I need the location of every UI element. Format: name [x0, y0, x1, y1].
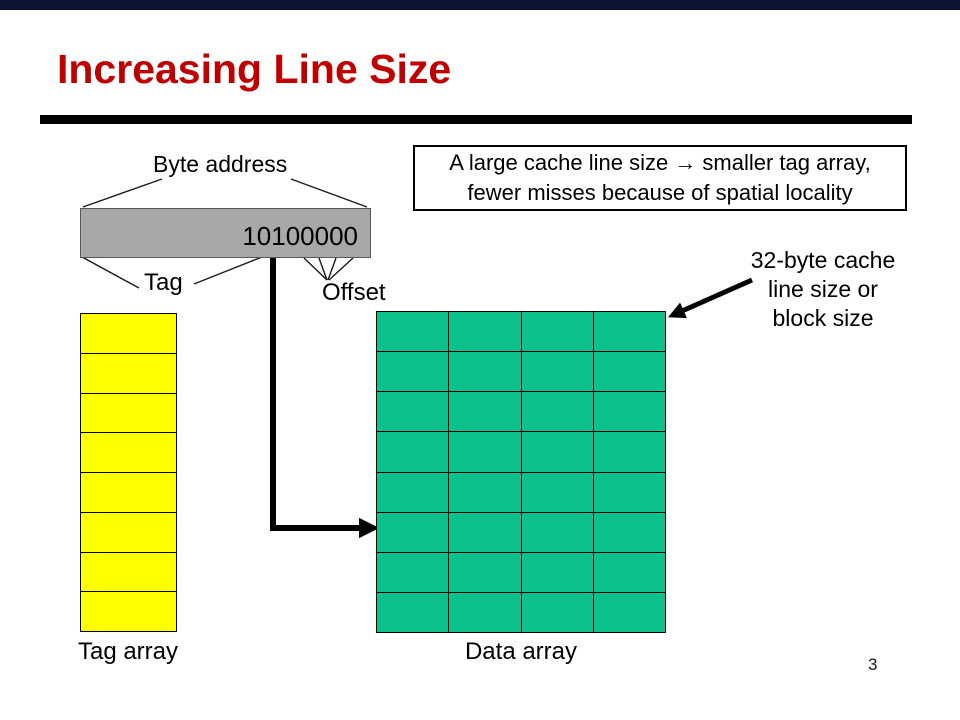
tag-array-cell	[81, 433, 176, 472]
data-array-cell	[521, 392, 593, 432]
data-array-cell	[521, 592, 593, 632]
data-array-cell	[593, 552, 665, 592]
data-array-cell	[377, 512, 449, 552]
data-array-cell	[521, 512, 593, 552]
data-array-label: Data array	[464, 638, 578, 665]
byte-address-box: 10100000	[80, 208, 371, 258]
title-rule	[40, 115, 912, 124]
data-array-cell	[377, 552, 449, 592]
tag-label: Tag	[144, 269, 183, 296]
tag-array-cell	[81, 314, 176, 353]
data-array-cell	[593, 352, 665, 392]
page-number: 3	[868, 655, 878, 674]
data-array-cell	[449, 432, 521, 472]
tag-array-label: Tag array	[77, 638, 179, 665]
annotation-line2: line size or	[768, 276, 878, 302]
data-array-cell	[377, 432, 449, 472]
data-array-cell	[521, 352, 593, 392]
tag-array	[80, 313, 177, 632]
data-array-cell	[593, 392, 665, 432]
tag-array-cell	[81, 552, 176, 592]
data-array-cell	[521, 552, 593, 592]
offset-fan-line	[303, 257, 328, 281]
data-array-cell	[449, 472, 521, 512]
tag-pointer-left	[81, 256, 140, 289]
tag-array-cell	[81, 393, 176, 433]
block-size-annotation: 32-byte cache line size or block size	[735, 246, 911, 333]
data-array-cell	[521, 472, 593, 512]
data-array-cell	[449, 512, 521, 552]
data-array-cell	[449, 552, 521, 592]
data-array-cell	[593, 592, 665, 632]
data-array-cell	[377, 392, 449, 432]
data-array-cell	[377, 312, 449, 352]
page-title: Increasing Line Size	[57, 46, 452, 92]
data-array-cell	[593, 512, 665, 552]
offset-fan-line	[328, 257, 354, 281]
info-box-line1: A large cache line size → smaller tag ar…	[449, 150, 871, 175]
tag-array-cell	[81, 353, 176, 393]
data-array-cell	[521, 312, 593, 352]
address-value: 10100000	[242, 220, 358, 251]
byte-address-pointer-right	[290, 178, 368, 208]
info-box-line2: fewer misses because of spatial locality	[467, 180, 853, 205]
data-array-cell	[593, 432, 665, 472]
data-array	[376, 311, 666, 633]
data-array-cell	[449, 392, 521, 432]
data-array-cell	[593, 472, 665, 512]
offset-fan-line	[327, 257, 337, 281]
tag-array-cell	[81, 512, 176, 552]
data-array-cell	[377, 472, 449, 512]
tag-array-cell	[81, 473, 176, 512]
data-array-cell	[593, 312, 665, 352]
data-array-cell	[449, 592, 521, 632]
offset-fan-line	[318, 257, 328, 281]
tag-pointer-right	[193, 256, 263, 285]
data-array-cell	[449, 312, 521, 352]
top-bar	[0, 0, 960, 10]
data-array-cell	[377, 352, 449, 392]
annotation-line1: 32-byte cache	[750, 247, 896, 273]
data-array-cell	[449, 352, 521, 392]
info-box: A large cache line size → smaller tag ar…	[413, 145, 907, 211]
offset-label: Offset	[322, 279, 386, 306]
byte-address-pointer-left	[82, 178, 163, 208]
data-array-cell	[521, 432, 593, 472]
tag-array-cell	[81, 592, 176, 631]
byte-address-label: Byte address	[153, 151, 288, 177]
data-array-cell	[377, 592, 449, 632]
annotation-line3: block size	[772, 305, 874, 331]
